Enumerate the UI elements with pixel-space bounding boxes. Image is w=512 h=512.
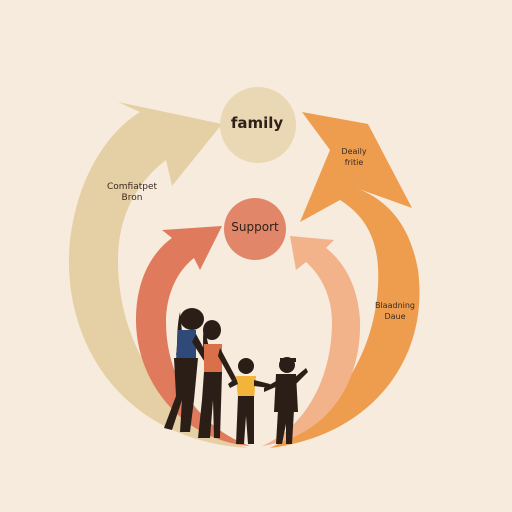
support-label: Support — [231, 220, 279, 234]
right-top-arrow-label: Deaily fritie — [322, 146, 386, 168]
inner-right-arc — [262, 236, 361, 446]
right-bottom-arrow-label-line: Daue — [384, 312, 406, 321]
family-silhouettes — [164, 308, 308, 444]
left-arrow-label-line: Comfiatpet — [106, 182, 158, 192]
right-bottom-arrow-label-line: Blaadning — [374, 301, 416, 310]
outer-right-arrow — [270, 112, 420, 448]
right-bottom-arrow-label: Blaadning Daue — [356, 300, 434, 322]
right-top-arrow-label-line: Deaily — [341, 147, 367, 156]
right-top-arrow-label-line: fritie — [344, 158, 364, 167]
family-circle — [220, 87, 296, 163]
child-figure — [228, 358, 270, 444]
family-label: family — [230, 114, 284, 132]
woman-figure — [198, 320, 236, 438]
inner-left-arc — [136, 226, 250, 446]
support-circle — [224, 198, 286, 260]
outer-left-arrow — [68, 102, 248, 448]
left-arrow-label-line: Bron — [121, 193, 143, 203]
left-arrow-label: Comfiatpet Bron — [84, 182, 180, 204]
child-figure — [264, 357, 308, 444]
